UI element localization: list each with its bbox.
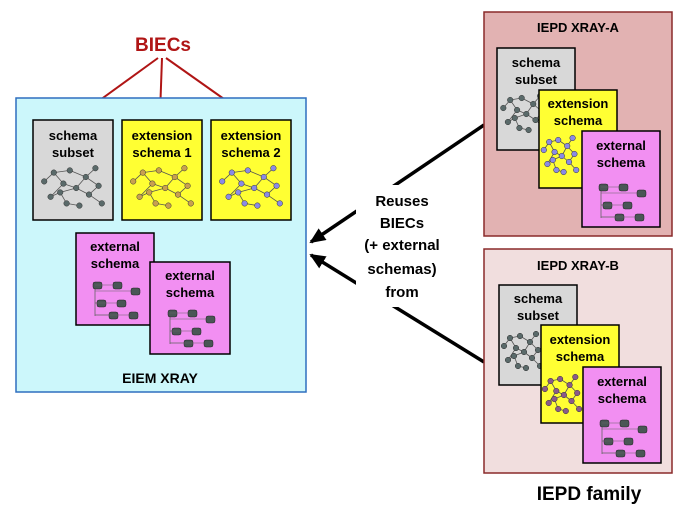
eiem-external-2-line2: schema (166, 285, 215, 300)
iepd-a-subset-line2: subset (515, 72, 558, 87)
eiem-xray-title: EIEM XRAY (122, 370, 198, 386)
eiem-extension-2-line1: extension (221, 128, 282, 143)
eiem-extension-1-line1: extension (132, 128, 193, 143)
eiem-schema-subset-line2: subset (52, 145, 95, 160)
reuse-line-5: from (385, 284, 418, 301)
eiem-schema-subset-doc: schema subset (32, 119, 114, 221)
reuse-line-2: BIECs (380, 215, 424, 232)
iepd-b-external-line1: external (597, 374, 647, 389)
iepd-b-external-line2: schema (598, 391, 647, 406)
eiem-extension-2-line2: schema 2 (221, 145, 280, 160)
schema-tree-icon (92, 281, 141, 320)
iepd-a-external-line2: schema (597, 155, 646, 170)
eiem-external-schema-1-doc: external schema (75, 232, 155, 326)
reuse-line-3: (+ external (364, 237, 439, 254)
eiem-extension-schema-2-doc: extension schema 2 (210, 119, 292, 221)
biecs-label: BIECs (135, 35, 191, 56)
iepd-xray-b-title: IEPD XRAY-B (537, 258, 619, 273)
iepd-b-subset-line1: schema (514, 291, 563, 306)
reuse-line-1: Reuses (375, 193, 428, 210)
iepd-a-external-schema-doc: external schema (581, 130, 661, 228)
schema-tree-icon (598, 183, 647, 222)
eiem-schema-subset-line1: schema (49, 128, 98, 143)
iepd-a-extension-line1: extension (548, 96, 609, 111)
schema-graph-icon (219, 165, 283, 209)
eiem-extension-schema-1-doc: extension schema 1 (121, 119, 203, 221)
schema-graph-icon (41, 165, 105, 209)
schema-tree-icon (599, 419, 648, 458)
schema-graph-icon (500, 330, 544, 372)
eiem-external-schema-2-doc: external schema (149, 261, 231, 355)
schema-tree-icon (167, 309, 216, 348)
schema-graph-icon (540, 134, 580, 176)
iepd-b-subset-line2: subset (517, 308, 560, 323)
eiem-external-2-line1: external (165, 268, 215, 283)
reuse-line-4: schemas) (367, 261, 436, 278)
eiem-external-1-line2: schema (91, 256, 140, 271)
iepd-xray-a-title: IEPD XRAY-A (537, 20, 619, 35)
eiem-extension-1-line2: schema 1 (132, 145, 191, 160)
iepd-b-extension-line1: extension (550, 332, 611, 347)
schema-graph-icon (130, 165, 194, 209)
iepd-b-extension-line2: schema (556, 349, 605, 364)
iepd-a-subset-line1: schema (512, 55, 561, 70)
iepd-b-external-schema-doc: external schema (582, 366, 662, 464)
schema-graph-icon (541, 373, 583, 415)
reuse-arrows (309, 123, 485, 364)
iepd-family-label: IEPD family (537, 484, 642, 505)
iepd-a-extension-line2: schema (554, 113, 603, 128)
eiem-external-1-line1: external (90, 239, 140, 254)
iepd-a-external-line1: external (596, 138, 646, 153)
reuse-text-background (356, 185, 448, 307)
